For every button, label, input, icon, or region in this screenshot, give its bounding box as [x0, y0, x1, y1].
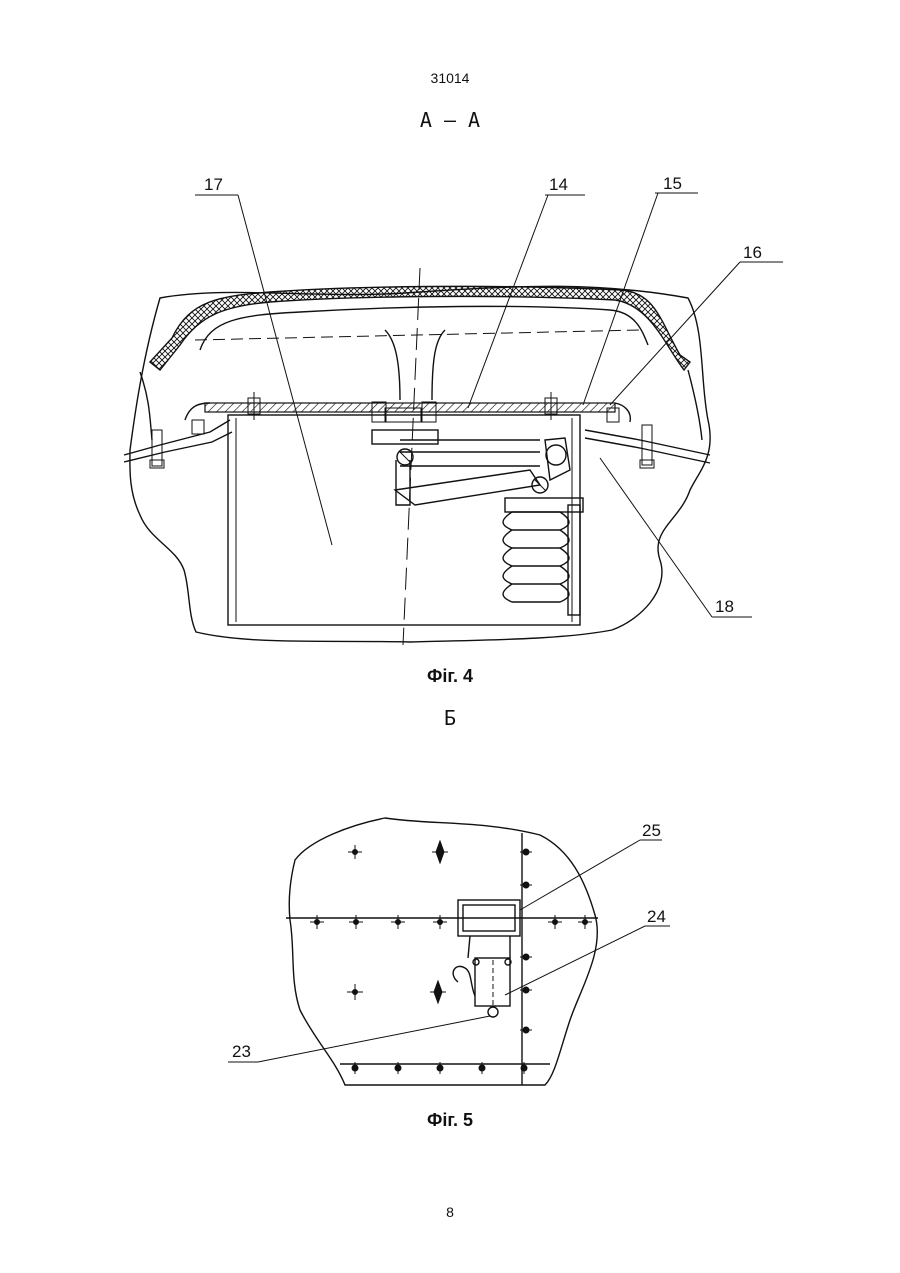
patent-number: 31014: [0, 70, 900, 86]
view-label: Б: [0, 706, 900, 730]
callout-17: 17: [204, 175, 223, 194]
callout-15: 15: [663, 174, 682, 193]
inner-liner: [200, 306, 648, 350]
seal-ring: [453, 966, 475, 996]
callout-16: 16: [743, 243, 762, 262]
center-axis-line: [403, 268, 420, 645]
housing-body: [228, 415, 580, 625]
lock-body-24: [475, 958, 510, 1006]
crank: [545, 438, 570, 480]
figure-5-caption: Фіг. 5: [0, 1110, 900, 1131]
callout-25: 25: [642, 821, 661, 840]
lock-screw-23: [488, 1007, 498, 1017]
page-number: 8: [0, 1204, 900, 1220]
vertical-link: [396, 460, 410, 505]
figure-5-drawing: 25 24 23: [0, 800, 900, 1100]
side-studs: [150, 408, 654, 468]
outer-hood: [150, 286, 690, 370]
pivot-pin-right: [546, 445, 566, 465]
figure-4-drawing: 17 14 15 16 18: [0, 160, 900, 660]
cover-plate-edge-right: [615, 403, 630, 422]
left-flange: [124, 420, 232, 462]
callout-18: 18: [715, 597, 734, 616]
left-wall: [140, 372, 152, 440]
callout-24: 24: [647, 907, 666, 926]
neck: [468, 936, 510, 958]
mounting-bracket: [372, 430, 438, 444]
callout-14: 14: [549, 175, 568, 194]
lever-arm: [395, 470, 540, 505]
callout-23: 23: [232, 1042, 251, 1061]
panel-outline: [289, 818, 597, 1085]
figure-4-caption: Фіг. 4: [0, 666, 900, 687]
coil-spring: [503, 498, 583, 615]
section-label: А – А: [0, 108, 900, 132]
right-wall: [688, 370, 702, 440]
rivets: [310, 841, 592, 1074]
right-flange: [585, 430, 710, 463]
leader-lines: [228, 840, 670, 1062]
